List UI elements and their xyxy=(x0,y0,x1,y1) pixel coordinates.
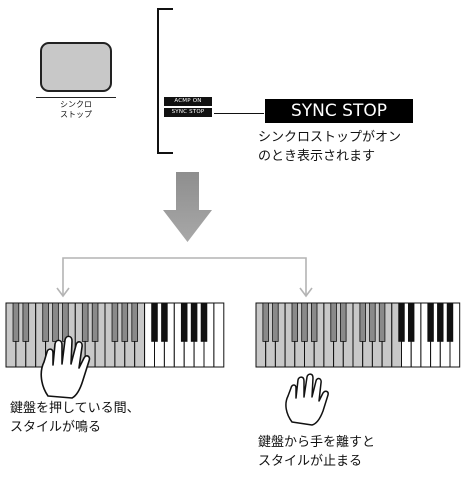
black-key xyxy=(180,302,188,342)
down-arrow-icon xyxy=(163,172,212,242)
white-key xyxy=(213,302,225,368)
button-label-divider xyxy=(36,97,116,98)
black-key xyxy=(200,302,208,342)
black-key xyxy=(161,302,168,342)
black-key xyxy=(407,302,415,342)
black-key xyxy=(42,302,49,342)
pointer-line xyxy=(214,113,264,114)
indicator-description: シンクロストップがオン のとき表示されます xyxy=(258,130,402,164)
display-acmp-on: ACMP ON xyxy=(164,97,212,106)
black-key xyxy=(437,302,444,342)
hand-icon xyxy=(285,373,329,426)
black-key xyxy=(330,302,337,342)
display-sync-stop: SYNC STOP xyxy=(164,108,212,117)
keyboard-right xyxy=(255,302,461,368)
black-key xyxy=(340,302,347,342)
black-key xyxy=(121,302,129,342)
black-key xyxy=(151,302,158,342)
black-key xyxy=(427,302,434,342)
black-key xyxy=(369,302,376,342)
black-key xyxy=(310,302,318,342)
black-key xyxy=(301,302,308,342)
black-key xyxy=(446,302,454,342)
display-panel-bracket xyxy=(157,8,173,154)
black-key xyxy=(52,302,59,342)
black-key xyxy=(131,302,138,342)
black-key xyxy=(62,302,69,342)
button-label: シンクロ ストップ xyxy=(60,100,92,119)
black-key xyxy=(272,302,279,342)
caption-keys-pressed: 鍵盤を押している間、 スタイルが鳴る xyxy=(10,401,140,435)
black-key xyxy=(359,302,366,342)
branch-connector xyxy=(56,257,313,298)
black-key xyxy=(12,302,20,342)
black-key xyxy=(190,302,198,342)
caption-keys-released: 鍵盤から手を離すと スタイルが止まる xyxy=(258,435,376,469)
sync-stop-indicator: SYNC STOP xyxy=(265,99,413,123)
black-key xyxy=(398,302,405,342)
sync-stop-button[interactable] xyxy=(40,42,112,92)
black-key xyxy=(262,302,269,342)
black-key xyxy=(91,302,99,342)
black-key xyxy=(378,302,386,342)
keyboard-left xyxy=(5,302,225,368)
black-key xyxy=(111,302,119,342)
black-key xyxy=(291,302,299,342)
black-key xyxy=(81,302,89,342)
black-key xyxy=(22,302,30,342)
hand-icon xyxy=(40,335,91,399)
